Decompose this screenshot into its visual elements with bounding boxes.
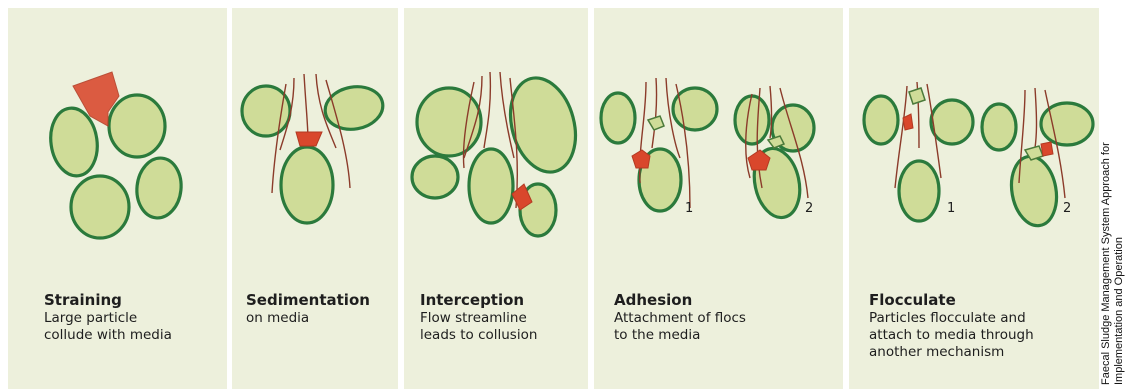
flow-streamline [1035,88,1037,148]
media-grain [1006,153,1061,230]
panel-flocculate: 1 2 Flocculate Particles flocculate and … [849,8,1099,389]
media-grain [242,86,290,136]
straining-illustration [8,8,227,278]
media-grain [982,104,1016,150]
caption: Sedimentation on media [246,290,370,327]
particle [1041,142,1053,156]
panel-title: Straining [44,290,172,310]
panel-description: Flow streamline leads to collusion [420,310,537,344]
panel-interception: Interception Flow streamline leads to co… [404,8,588,389]
panel-title: Interception [420,290,537,310]
media-grain [281,147,333,223]
interception-illustration [404,8,588,278]
media-grain [899,161,939,221]
media-grain [322,82,386,133]
media-grain [735,96,769,144]
flow-streamline [652,78,657,148]
caption: Flocculate Particles flocculate and atta… [869,290,1034,361]
panel-title: Adhesion [614,290,746,310]
panel-straining: Straining Large particle collude with me… [8,8,227,389]
caption: Interception Flow streamline leads to co… [420,290,537,344]
caption: Straining Large particle collude with me… [44,290,172,344]
media-grain [931,100,973,144]
flow-streamline [770,86,772,138]
panel-sedimentation: Sedimentation on media [232,8,398,389]
step-label-2: 2 [1063,201,1071,216]
caption: Adhesion Attachment of flocs to the medi… [614,290,746,344]
media-grain [109,95,165,157]
media-grain [417,88,481,156]
media-grain [134,156,184,220]
adhesion-illustration [594,8,843,278]
side-note-line-2: Implementation and Operation [1113,25,1126,385]
floc [909,88,925,104]
panel-title: Sedimentation [246,290,370,310]
step-label-1: 1 [685,201,693,216]
panel-adhesion: 1 2 Adhesion Attachment of flocs to the … [594,8,843,389]
sedimentation-illustration [232,8,398,278]
side-note-line-1: Faecal Sludge Management System Approach… [1100,25,1113,385]
step-label-2: 2 [805,201,813,216]
media-grain [601,93,635,143]
media-grain [412,156,458,198]
floc [648,116,664,130]
panel-description: on media [246,310,370,327]
media-grain [71,176,129,238]
panel-description: Attachment of flocs to the media [614,310,746,344]
flocculate-illustration [849,8,1099,278]
media-grain [673,88,717,130]
media-grain [864,96,898,144]
flow-streamline [304,74,308,140]
flow-streamline [484,72,490,148]
media-grain [501,71,586,180]
side-note: Faecal Sludge Management System Approach… [1100,25,1126,385]
settled-particle [296,132,322,146]
step-label-1: 1 [947,201,955,216]
panel-title: Flocculate [869,290,1034,310]
panel-description: Particles flocculate and attach to media… [869,310,1034,361]
media-grain [469,149,513,223]
particle [632,150,650,168]
panel-description: Large particle collude with media [44,310,172,344]
